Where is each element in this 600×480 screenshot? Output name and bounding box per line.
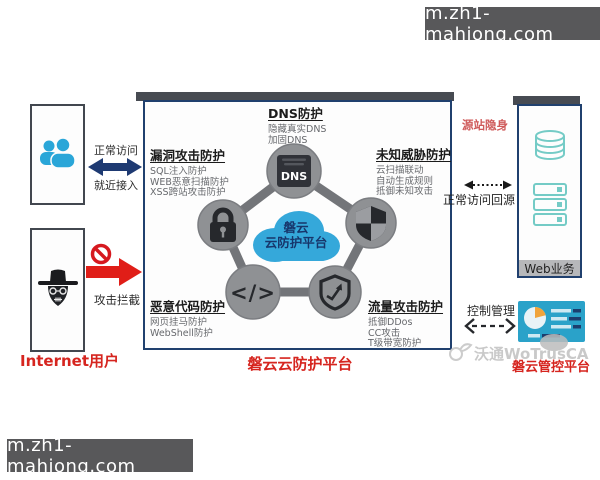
normal-return-label: 正常访问回源 bbox=[443, 193, 516, 207]
dotted-double-arrow-icon bbox=[464, 176, 512, 195]
internet-user-box bbox=[30, 104, 85, 205]
module-vulnerability-protection: 漏洞攻击防护 SQL注入防护 WEB恶意扫描防护 XSS跨站攻击防护 bbox=[150, 145, 229, 199]
module-malicious-code-protection: 恶意代码防护 网页挂马防护 WebShell防护 bbox=[150, 296, 225, 339]
lock-icon bbox=[210, 207, 236, 242]
module-item: 隐藏真实DNS bbox=[268, 124, 327, 135]
module-item: 自动生成规则 bbox=[376, 175, 434, 187]
module-item: SQL注入防护 bbox=[150, 166, 207, 177]
module-title: 恶意代码防护 bbox=[150, 299, 226, 314]
module-item: CC攻击 bbox=[368, 327, 401, 339]
database-icon bbox=[530, 128, 570, 170]
pentagon-network: DNS </> bbox=[143, 100, 452, 354]
hacker-box bbox=[30, 228, 85, 352]
console-platform-label: 磐云管控平台 bbox=[511, 360, 590, 375]
hacker-icon bbox=[37, 268, 79, 312]
top-right-banner: m.zh1-mahjong.com bbox=[425, 3, 600, 45]
module-item: 抵御DDos bbox=[368, 317, 413, 328]
double-arrow-icon bbox=[88, 157, 142, 181]
dashboard-icon bbox=[518, 301, 585, 346]
web-service-box bbox=[517, 104, 582, 278]
code-icon: </> bbox=[230, 281, 276, 305]
module-item: 抵御未知攻击 bbox=[376, 186, 434, 197]
watermark-blob bbox=[540, 334, 568, 351]
dns-server-icon: DNS bbox=[277, 155, 311, 187]
watermark-bird-icon bbox=[447, 339, 473, 367]
cloud-icon bbox=[247, 203, 345, 273]
shield-check-node-circle bbox=[308, 265, 362, 319]
main-box-topbar bbox=[136, 92, 454, 101]
checkered-shield-icon bbox=[356, 206, 386, 241]
cloud-title-line1: 磐云 bbox=[283, 220, 309, 235]
web-service-label: Web业务 bbox=[519, 260, 580, 276]
module-item: 网页挂马防护 bbox=[150, 317, 208, 328]
platform-bottom-label: 磐云云防护平台 bbox=[247, 355, 353, 373]
code-node-circle bbox=[225, 264, 281, 320]
module-item: 云扫描联动 bbox=[376, 165, 424, 176]
module-title: 漏洞攻击防护 bbox=[150, 148, 226, 163]
module-title: 流量攻击防护 bbox=[368, 299, 444, 314]
bottom-left-banner: m.zh1-mahjong.com bbox=[7, 435, 193, 477]
cloud-title-line2: 云防护平台 bbox=[264, 235, 328, 250]
svg-text:DNS: DNS bbox=[281, 170, 307, 183]
svg-text:</>: </> bbox=[230, 281, 276, 305]
module-item: XSS跨站攻击防护 bbox=[150, 187, 226, 198]
normal-access-label: 正常访问 bbox=[94, 144, 138, 157]
origin-hidden-label: 源站隐身 bbox=[462, 118, 508, 132]
module-title: 未知威胁防护 bbox=[376, 147, 452, 162]
module-item: WebShell防护 bbox=[150, 327, 213, 339]
prohibition-icon bbox=[90, 243, 112, 269]
module-item: T级带宽防护 bbox=[368, 338, 422, 349]
module-dns-protection: DNS防护 隐藏真实DNS 加固DNS bbox=[268, 103, 326, 146]
server-stack-icon bbox=[530, 182, 570, 233]
nearby-access-label: 就近接入 bbox=[94, 179, 138, 192]
attack-arrow-icon bbox=[86, 258, 142, 290]
module-unknown-threat-protection: 未知威胁防护 云扫描联动 自动生成规则 抵御未知攻击 bbox=[376, 144, 451, 198]
shield-check-icon bbox=[319, 274, 351, 311]
web-box-topbar bbox=[513, 96, 580, 105]
module-item: 加固DNS bbox=[268, 134, 308, 146]
attack-block-label: 攻击拦截 bbox=[94, 293, 140, 307]
control-management-label: 控制管理 bbox=[467, 304, 516, 318]
module-traffic-attack-protection: 流量攻击防护 抵御DDos CC攻击 T级带宽防护 bbox=[368, 296, 443, 350]
module-item: WEB恶意扫描防护 bbox=[150, 176, 229, 188]
watermark-text: 沃通WoTrusCA bbox=[474, 345, 589, 363]
module-title: DNS防护 bbox=[268, 106, 323, 121]
dashed-double-arrow-icon bbox=[462, 317, 518, 339]
users-icon bbox=[38, 136, 78, 174]
internet-user-label: Internet用户 bbox=[20, 352, 120, 370]
